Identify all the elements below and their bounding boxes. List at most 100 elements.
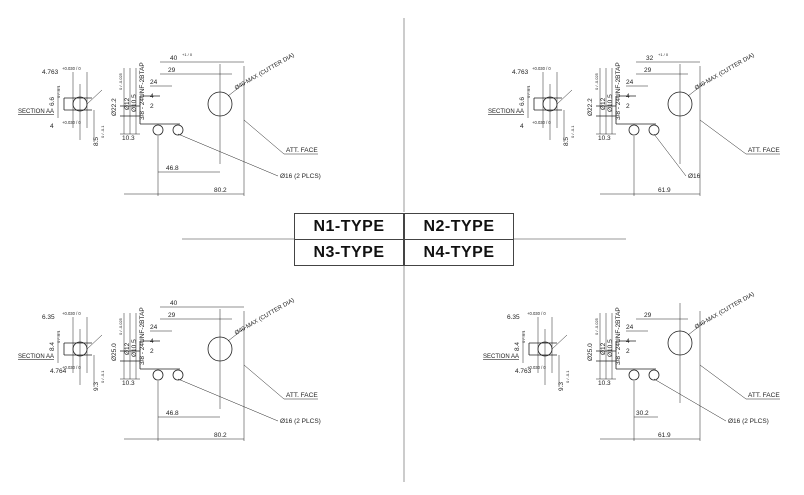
type-label-n1: N1-TYPE [294, 213, 404, 240]
side-height-tol: 0 / -0.1 [56, 330, 61, 343]
dim-2-label: 2 [150, 348, 154, 355]
dia-main-label: Ø25.0 [111, 343, 118, 361]
dia-2-label: Ø12 [124, 97, 131, 110]
quadrant-n2: SECTION AA4.763+0.030 / 06.60 / -0.14+0.… [488, 52, 780, 196]
section-leader [86, 334, 103, 350]
dim-24-label: 24 [150, 79, 158, 86]
bottom-width-dim: 4.764 [50, 368, 67, 375]
bottom-width-tol: +0.030 / 0 [532, 120, 551, 125]
side-height-dim: 6.6 [519, 97, 526, 106]
bottom-width-dim: 4 [50, 123, 54, 130]
dim-24-label: 24 [150, 324, 158, 331]
dia-2-label: Ø12 [600, 97, 607, 110]
dim-2-label: 2 [626, 348, 630, 355]
side-width-tol: +0.030 / 0 [527, 311, 546, 316]
bottom-width-dim: 4 [520, 123, 524, 130]
dim-total-label: 61.9 [658, 432, 671, 439]
bottom-width-tol: +0.030 / 0 [527, 365, 546, 370]
dia-2-label: Ø12 [124, 342, 131, 355]
side-hole-circle [648, 124, 660, 136]
dim-24-label: 24 [626, 324, 634, 331]
side-hole-circle [152, 369, 164, 381]
dim-29-label: 29 [168, 312, 176, 319]
dia16-label: Ø16 (2 PLCS) [728, 418, 769, 425]
side-depth-dim: 9.3 [558, 382, 565, 391]
section-leader [86, 89, 103, 105]
att-face-leader [243, 119, 285, 155]
side-depth-dim: 8.5 [93, 137, 100, 146]
dim-468-label: 46.8 [166, 165, 179, 172]
dim-4-label: 4 [150, 93, 154, 100]
section-leader [556, 89, 573, 105]
bottom-width-tol: +0.030 / 0 [62, 120, 81, 125]
dia-3-label: Ø10.5 [607, 339, 614, 357]
side-width-dim: 6.35 [507, 314, 520, 321]
dia16-label: Ø16 [688, 173, 701, 180]
side-depth-tol: 0 / -0.1 [100, 125, 105, 138]
dia-main-tol: 0 / -0.025 [118, 317, 123, 335]
side-height-dim: 6.6 [49, 97, 56, 106]
dia-3-label: Ø10.5 [131, 339, 138, 357]
dia16-leader [177, 378, 279, 422]
side-height-tol: 0 / -0.1 [56, 85, 61, 98]
att-face-leader [243, 364, 285, 400]
side-hole-circle [628, 124, 640, 136]
dim-29-label: 29 [644, 67, 652, 74]
dia-2-label: Ø12 [600, 342, 607, 355]
side-width-dim: 4.763 [42, 69, 59, 76]
section-aa-label: SECTION AA [483, 354, 519, 360]
cutter-dia-label: Ø40 MAX (CUTTER DIA) [694, 53, 756, 92]
dim-468-label: 46.8 [166, 410, 179, 417]
dim-24-label: 24 [626, 79, 634, 86]
att-face-leader [699, 119, 747, 155]
side-width-tol: +0.030 / 0 [532, 66, 551, 71]
att-face-leader [699, 364, 747, 400]
side-depth-tol: 0 / -0.1 [100, 370, 105, 383]
side-hole-circle [648, 369, 660, 381]
dia-main-tol: 0 / -0.025 [594, 317, 599, 335]
dim-total-label: 80.2 [214, 432, 227, 439]
dia-3-label: Ø10.5 [131, 94, 138, 112]
side-height-tol: 0 / -0.1 [526, 85, 531, 98]
side-height-dim: 8.4 [514, 342, 521, 351]
dia-main-tol: 0 / -0.025 [118, 72, 123, 90]
dim-103-label: 10.3 [598, 380, 611, 387]
cutter-leader [687, 81, 707, 97]
att-face-label: ATT. FACE [748, 392, 780, 399]
thread-label: 3/8 - 24UNF-2BTAP [139, 307, 146, 365]
cutter-dia-label: Ø40 MAX (CUTTER DIA) [234, 53, 296, 92]
cutter-dia-label: Ø40 MAX (CUTTER DIA) [694, 292, 756, 331]
att-face-label: ATT. FACE [286, 147, 318, 154]
dim-2-label: 2 [626, 103, 630, 110]
side-width-dim: 4.763 [512, 69, 529, 76]
thread-label: 3/8 - 24UNF-2BTAP [139, 62, 146, 120]
cutter-dia-label: Ø40 MAX (CUTTER DIA) [234, 298, 296, 337]
side-width-tol: +0.030 / 0 [62, 66, 81, 71]
dia16-label: Ø16 (2 PLCS) [280, 173, 321, 180]
dim-2-label: 2 [150, 103, 154, 110]
side-depth-tol: 0 / -0.1 [565, 370, 570, 383]
side-depth-dim: 8.5 [563, 137, 570, 146]
bottom-width-tol: +0.030 / 0 [62, 365, 81, 370]
dia-main-label: Ø22.2 [111, 98, 118, 116]
section-aa-label: SECTION AA [18, 109, 54, 115]
side-height-dim: 8.4 [49, 342, 56, 351]
dia16-label: Ø16 (2 PLCS) [280, 418, 321, 425]
dia16-leader [653, 378, 727, 422]
type-label-n2: N2-TYPE [404, 213, 514, 240]
dim-4-label: 4 [626, 93, 630, 100]
dim-29-label: 29 [644, 312, 652, 319]
dim-4-label: 4 [626, 338, 630, 345]
quadrant-n3: SECTION AA6.35+0.030 / 08.40 / -0.14.764… [18, 298, 321, 441]
cutter-leader [227, 326, 247, 342]
side-depth-dim: 9.3 [93, 382, 100, 391]
side-hole-circle [152, 124, 164, 136]
section-aa-label: SECTION AA [488, 109, 524, 115]
dia16-leader [653, 133, 687, 177]
thread-label: 3/8 - 24UNF-2BTAP [615, 307, 622, 365]
dia-main-label: Ø25.0 [587, 343, 594, 361]
side-depth-tol: 0 / -0.1 [570, 125, 575, 138]
att-face-label: ATT. FACE [286, 392, 318, 399]
bottom-width-dim: 4.763 [515, 368, 532, 375]
